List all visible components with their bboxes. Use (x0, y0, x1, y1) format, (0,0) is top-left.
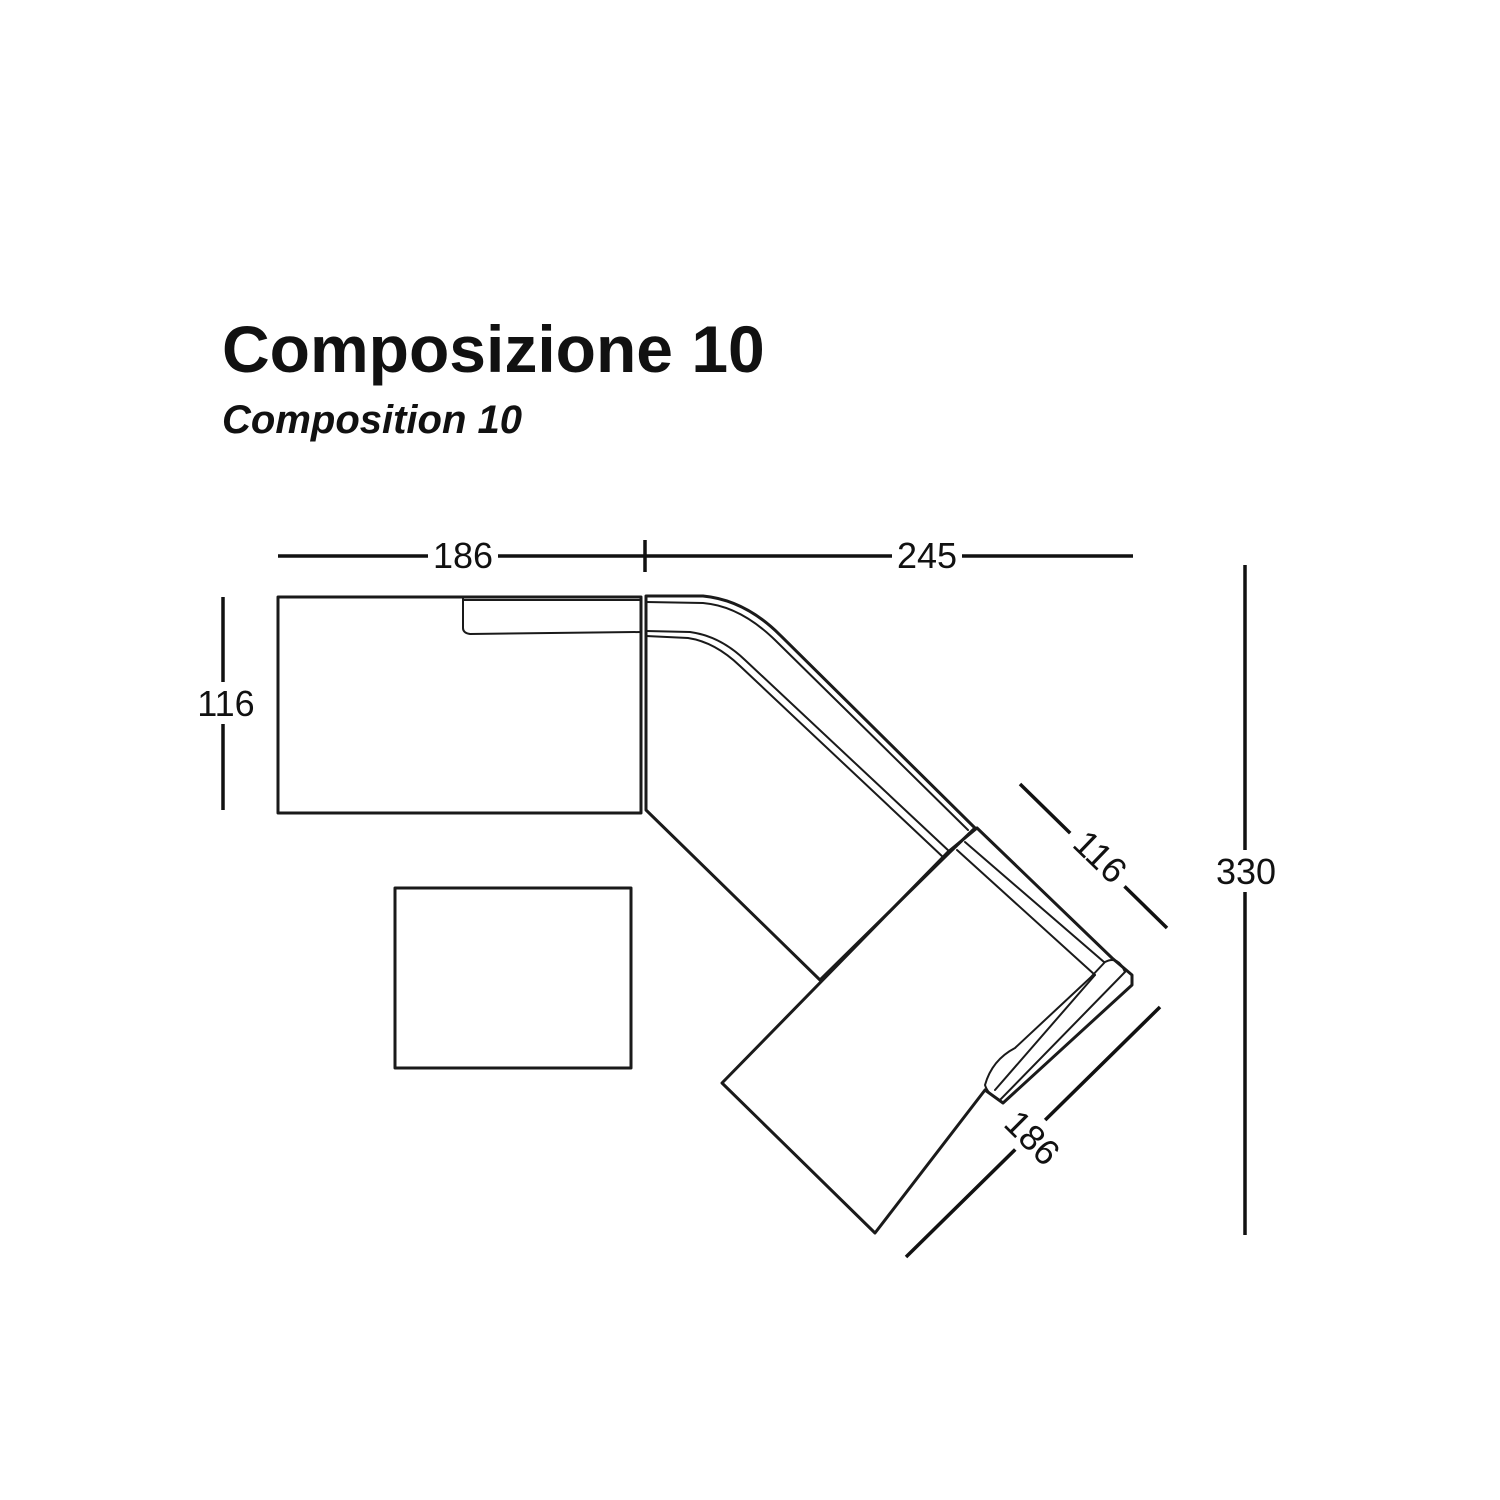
left-sofa-module (276, 595, 643, 815)
dimension-diagonal-depth: 116 (1018, 782, 1169, 930)
diagonal-sofa-module (720, 826, 1134, 1235)
dimension-top-left: 186 (278, 535, 647, 576)
corner-sofa-module (644, 594, 977, 982)
dimension-label-total-height: 330 (1216, 851, 1276, 892)
ottoman (393, 886, 633, 1070)
composition-subtitle: Composition 10 (222, 398, 523, 442)
dimension-label-top-right: 245 (897, 535, 957, 576)
left-sofa-backrest (462, 597, 642, 636)
dimension-label-top-left: 186 (433, 535, 493, 576)
composition-title: Composizione 10 (222, 312, 765, 386)
dimension-label-left-depth: 116 (197, 683, 254, 724)
dimension-top-right: 245 (645, 535, 1133, 576)
dimension-total-height: 330 (1210, 565, 1282, 1235)
diagonal-sofa-arm (983, 959, 1127, 1102)
dimension-left-depth: 116 (190, 597, 260, 810)
dimension-diagonal-width: 186 (904, 1005, 1162, 1259)
